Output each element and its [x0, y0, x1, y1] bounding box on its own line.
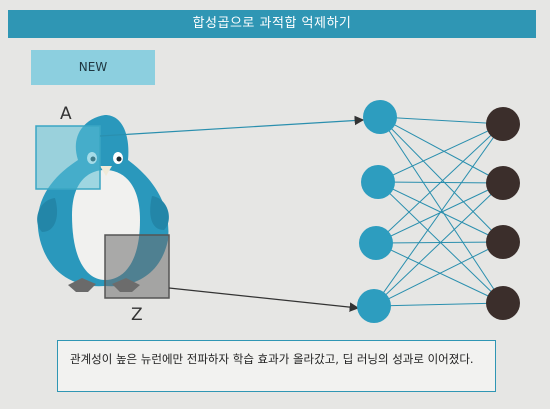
- input-neuron: [363, 100, 397, 134]
- output-neuron: [486, 166, 520, 200]
- header-bar: 합성곱으로 과적합 억제하기: [8, 10, 536, 38]
- output-neuron: [486, 225, 520, 259]
- arrow-a-to-neuron: [99, 115, 365, 137]
- input-neuron: [361, 165, 395, 199]
- box-a-label: A: [60, 104, 72, 124]
- input-neuron: [359, 226, 393, 260]
- network-connections: [373, 116, 504, 307]
- output-neuron: [486, 286, 520, 320]
- output-neuron: [486, 107, 520, 141]
- caption-box: 관계성이 높은 뉴런에만 전파하자 학습 효과가 올라갔고, 딥 러닝의 성과로…: [57, 340, 496, 392]
- caption-text: 관계성이 높은 뉴런에만 전파하자 학습 효과가 올라갔고, 딥 러닝의 성과로…: [70, 352, 474, 366]
- input-neuron: [357, 289, 391, 323]
- region-box-a: [35, 125, 101, 190]
- header-title: 합성곱으로 과적합 억제하기: [192, 16, 352, 31]
- arrow-z-to-neuron: [168, 287, 360, 312]
- new-badge: NEW: [31, 50, 155, 85]
- box-z-label: Z: [131, 305, 143, 325]
- region-box-z: [104, 234, 170, 299]
